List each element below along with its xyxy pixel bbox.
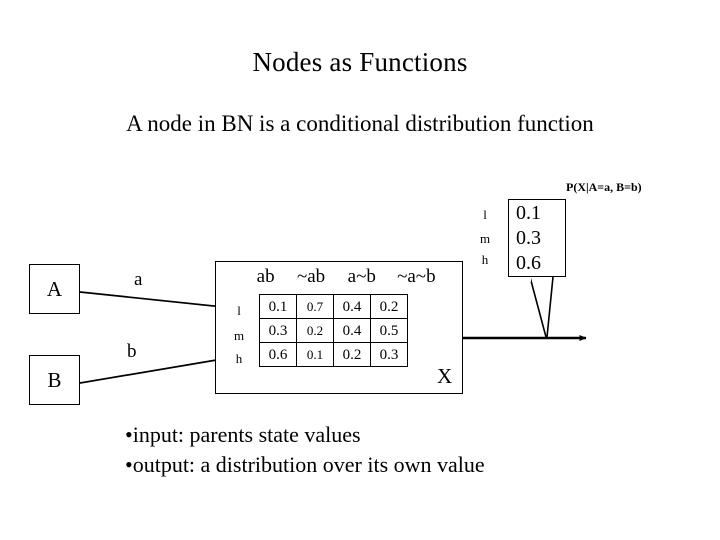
cpt-cell-r1c3: 0.5 [370, 318, 408, 343]
cpt-row-label-h: h [235, 351, 243, 366]
callout-value-h: 0.6 [516, 252, 541, 274]
edge-label-a: a [134, 269, 143, 290]
page-title: Nodes as Functions [252, 47, 468, 77]
cpt-cell-r2c3: 0.3 [370, 342, 408, 367]
cpt-cell-r2c2: 0.2 [333, 342, 371, 367]
cpt-cell-r0c1: 0.7 [296, 294, 334, 319]
callout-row-label-h: h [481, 252, 489, 267]
cpt-cell-r2c0: 0.6 [259, 342, 297, 367]
output-callout-values: 0.1 0.3 0.6 [516, 201, 562, 276]
cpt-cell-r1c1: 0.2 [296, 318, 334, 343]
table-row: 0.3 0.2 0.4 0.5 [259, 318, 408, 343]
list-item: •output: a distribution over its own val… [125, 452, 485, 477]
node-b-label: B [47, 367, 62, 392]
cpt-row-label-l: l [237, 303, 241, 318]
callout-value-l: 0.1 [516, 202, 541, 224]
cpt-header-1: ~ab [296, 266, 326, 287]
function-node-x-label: X [437, 364, 453, 388]
cpt-column-headers: ab ~ab a~b ~a~b [246, 266, 446, 288]
callout-value-m: 0.3 [516, 227, 541, 249]
cpt-header-3: ~a~b [397, 266, 436, 287]
cpt-cell-r1c0: 0.3 [259, 318, 297, 343]
cpt-cell-r0c2: 0.4 [333, 294, 371, 319]
cpt-cell-r1c2: 0.4 [333, 318, 371, 343]
node-b[interactable]: B [29, 355, 80, 405]
callout-caption: P(X|A=a, B=b) [566, 180, 642, 194]
edge-label-b: b [127, 341, 137, 362]
table-row: 0.1 0.7 0.4 0.2 [259, 294, 408, 319]
cpt-cell-r0c3: 0.2 [370, 294, 408, 319]
cpt-cell-r0c0: 0.1 [259, 294, 297, 319]
cpt-row-label-m: m [233, 328, 245, 343]
callout-row-label-l: l [483, 207, 487, 222]
cpt-header-0: ab [256, 266, 275, 287]
bullet-list: •input: parents state values •output: a … [125, 420, 485, 480]
callout-tail-left [529, 276, 547, 338]
node-a[interactable]: A [29, 264, 80, 314]
cpt-table: 0.1 0.7 0.4 0.2 0.3 0.2 0.4 0.5 0.6 0.1 … [259, 294, 408, 367]
page-subtitle: A node in BN is a conditional distributi… [126, 111, 594, 136]
cpt-cell-r2c1: 0.1 [296, 342, 334, 367]
output-callout-box [508, 199, 566, 277]
list-item: •input: parents state values [125, 422, 361, 447]
callout-row-label-m: m [479, 231, 491, 246]
table-row: 0.6 0.1 0.2 0.3 [259, 342, 408, 367]
callout-tail-right [546, 276, 554, 338]
node-a-label: A [46, 276, 63, 301]
cpt-header-2: a~b [347, 266, 376, 287]
